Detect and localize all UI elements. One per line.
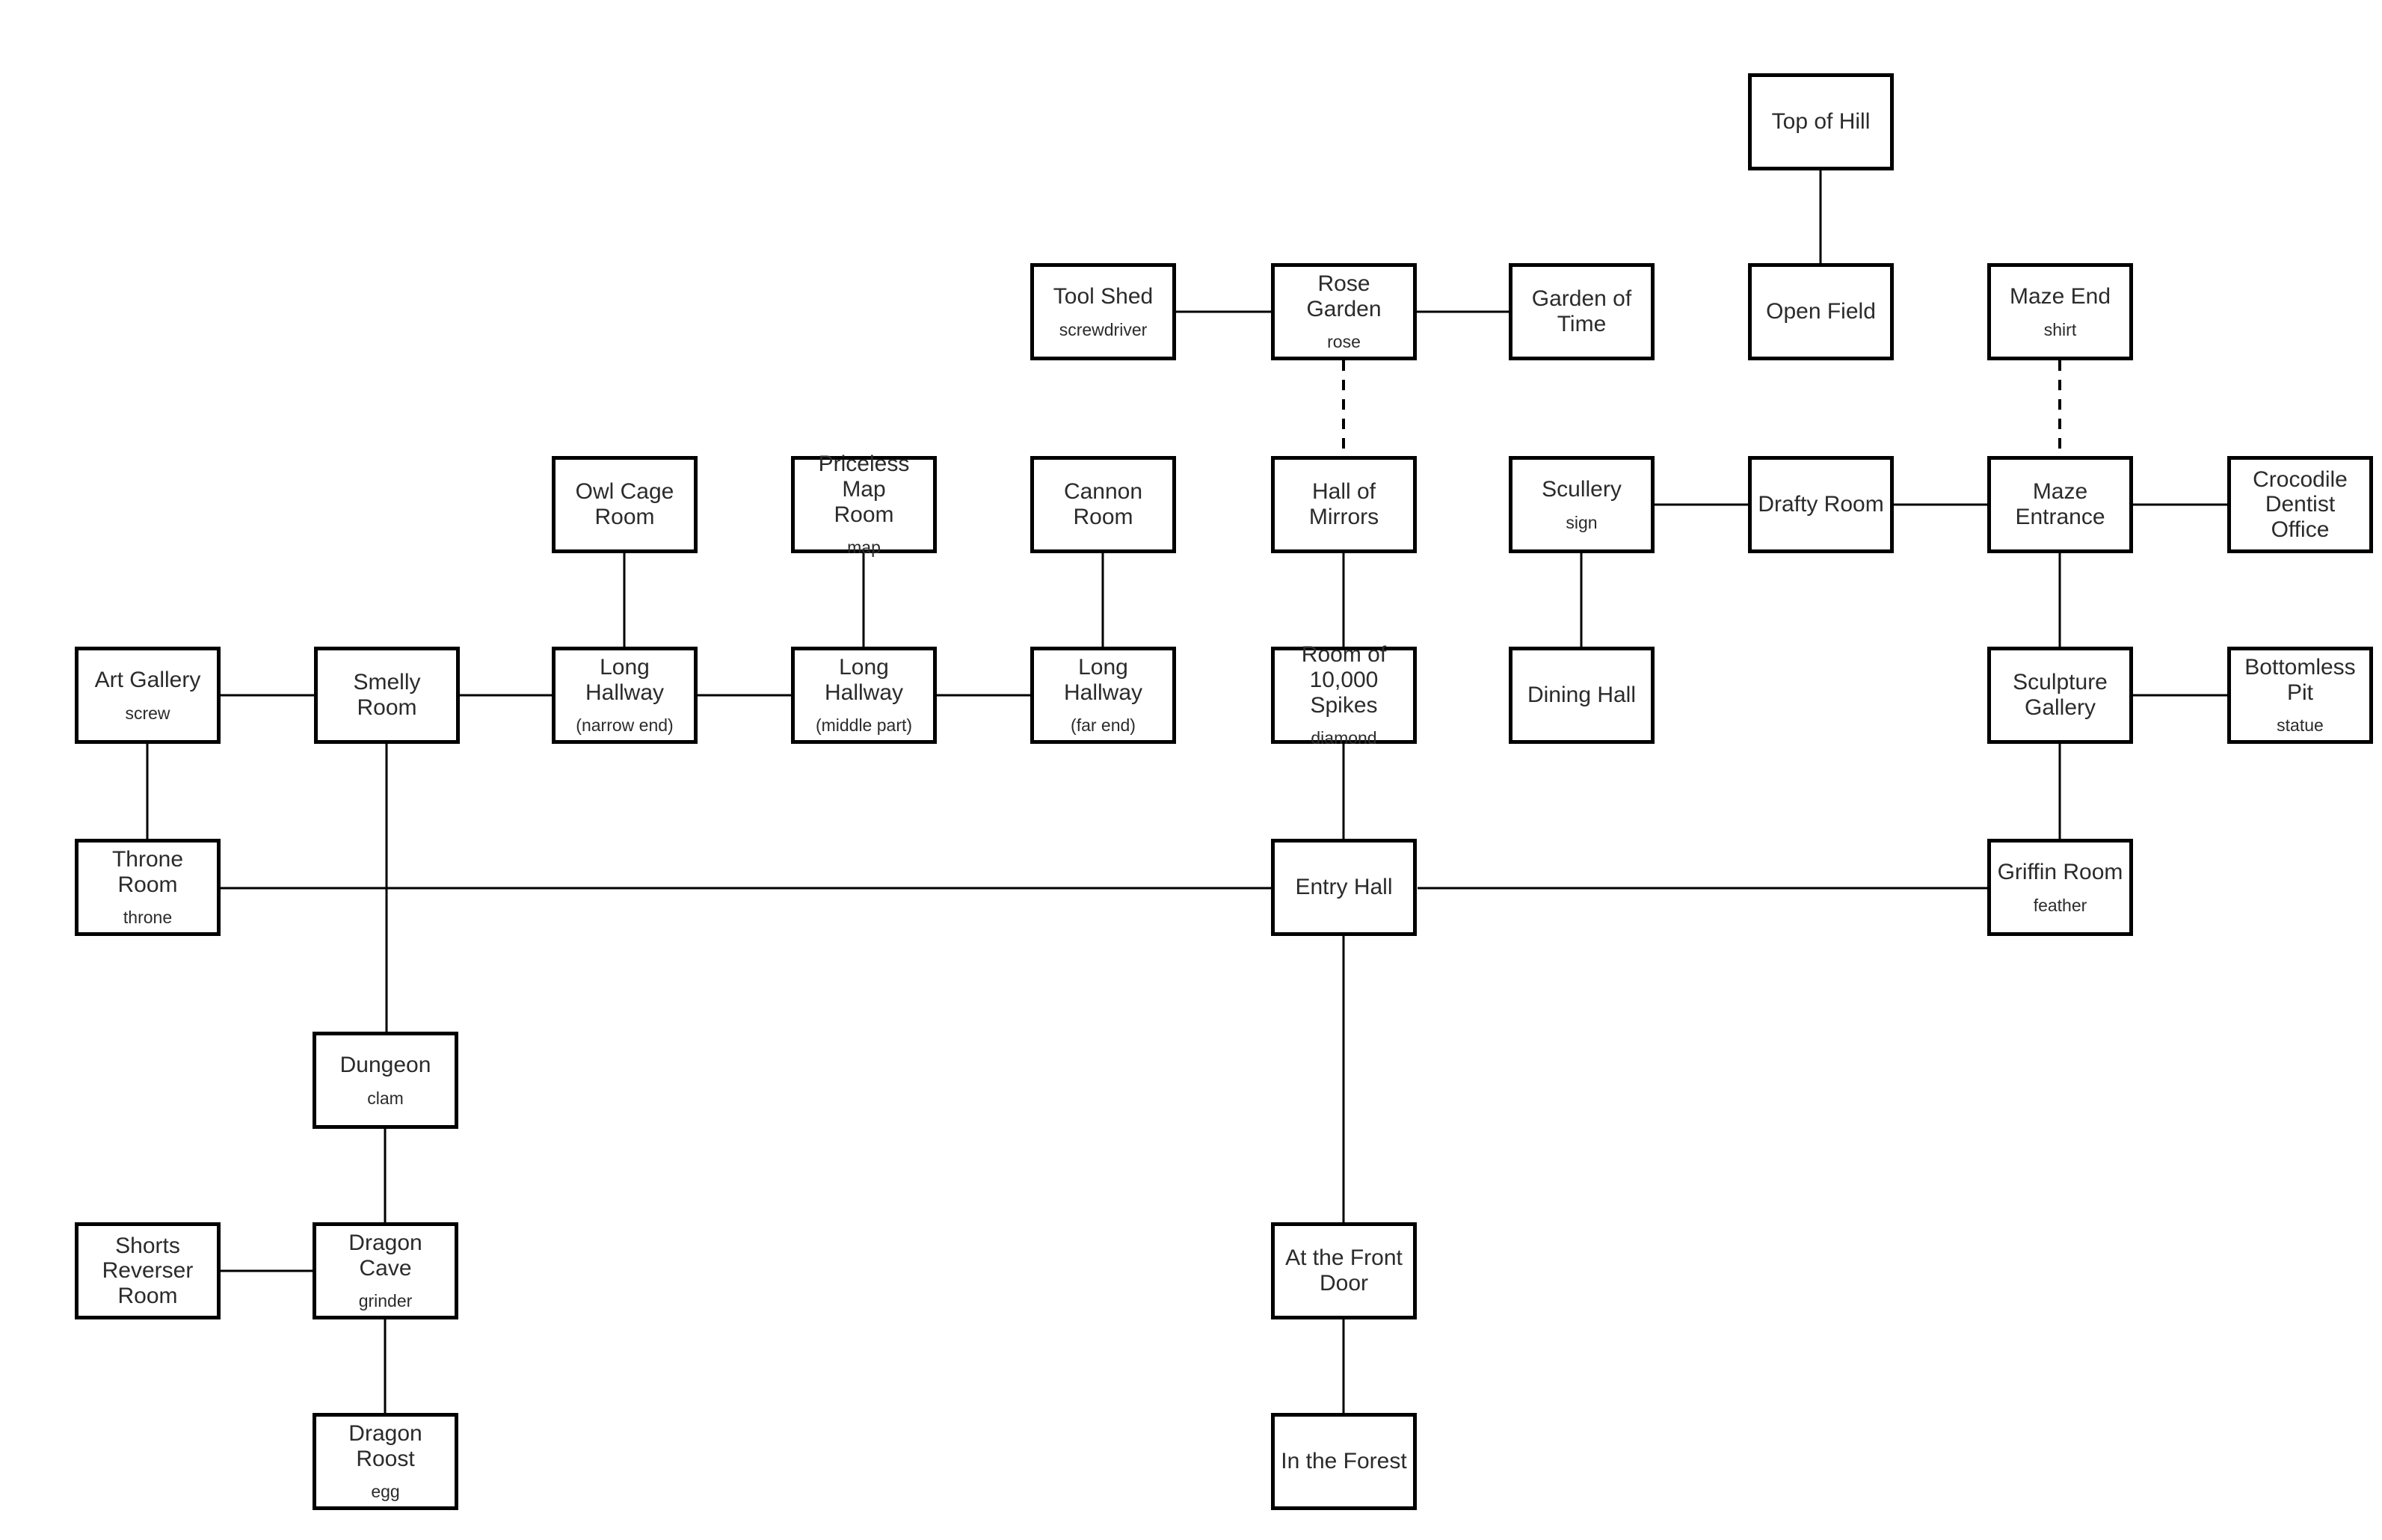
room-node-label: Rose Garden: [1306, 271, 1382, 321]
room-node-label: Garden of Time: [1531, 286, 1632, 336]
room-node-label: Maze End: [2009, 283, 2111, 309]
room-node-griffin_room[interactable]: Griffin Room feather: [1987, 839, 2133, 936]
room-node-priceless_map_room[interactable]: Priceless Map Room map: [791, 452, 937, 557]
room-node-item: diamond: [1311, 728, 1377, 748]
room-node-label: Tool Shed: [1053, 283, 1154, 309]
room-node-item: statue: [2277, 715, 2324, 736]
room-node-label: Dragon Roost: [348, 1421, 422, 1471]
room-node-dragon_roost[interactable]: Dragon Roost egg: [313, 1413, 458, 1510]
room-node-dungeon[interactable]: Dungeon clam: [313, 1032, 458, 1129]
room-node-label: Throne Room: [111, 847, 184, 897]
room-node-long_hallway_mid[interactable]: Long Hallway (middle part): [791, 647, 937, 744]
room-node-garden_of_time[interactable]: Garden of Time: [1509, 263, 1655, 360]
room-node-item: map: [847, 538, 881, 558]
room-node-art_gallery[interactable]: Art Gallery screw: [75, 647, 221, 744]
room-node-room_of_spikes[interactable]: Room of 10,000 Spikes diamond: [1271, 642, 1417, 748]
room-node-label: Long Hallway: [1063, 655, 1143, 705]
room-node-label: Shorts Reverser Room: [102, 1233, 194, 1308]
room-node-label: In the Forest: [1281, 1449, 1407, 1474]
room-node-label: Scullery: [1542, 476, 1622, 502]
room-node-label: Long Hallway: [585, 655, 665, 705]
room-node-item: shirt: [2043, 319, 2077, 339]
room-node-item: feather: [2033, 895, 2087, 915]
room-node-item: clam: [367, 1088, 404, 1108]
room-node-item: rose: [1327, 332, 1361, 352]
room-node-item: screw: [125, 703, 170, 723]
room-node-label: Maze Entrance: [2015, 479, 2105, 529]
room-node-label: Cannon Room: [1063, 479, 1143, 529]
room-node-label: Hall of Mirrors: [1308, 479, 1379, 529]
room-node-label: Owl Cage Room: [575, 479, 674, 529]
room-node-long_hallway_near[interactable]: Long Hallway (narrow end): [552, 647, 698, 744]
room-node-label: Griffin Room: [1997, 859, 2123, 884]
room-node-label: Entry Hall: [1295, 875, 1393, 900]
room-node-in_the_forest[interactable]: In the Forest: [1271, 1413, 1417, 1510]
room-node-item: (middle part): [815, 715, 913, 736]
room-node-owl_cage_room[interactable]: Owl Cage Room: [552, 456, 698, 553]
room-node-label: Smelly Room: [353, 670, 421, 720]
room-node-label: Top of Hill: [1771, 109, 1871, 135]
room-node-dragon_cave[interactable]: Dragon Cave grinder: [313, 1222, 458, 1319]
room-node-item: sign: [1566, 512, 1598, 532]
room-node-front_door[interactable]: At the Front Door: [1271, 1222, 1417, 1319]
room-node-scullery[interactable]: Scullery sign: [1509, 456, 1655, 553]
room-node-label: Room of 10,000 Spikes: [1301, 642, 1387, 718]
room-node-label: Dining Hall: [1527, 683, 1637, 708]
room-node-label: Crocodile Dentist Office: [2253, 466, 2348, 542]
room-node-open_field[interactable]: Open Field: [1748, 263, 1894, 360]
room-node-top_of_hill[interactable]: Top of Hill: [1748, 73, 1894, 170]
room-node-item: throne: [123, 908, 173, 928]
room-node-maze_entrance[interactable]: Maze Entrance: [1987, 456, 2133, 553]
room-node-drafty_room[interactable]: Drafty Room: [1748, 456, 1894, 553]
room-node-throne_room[interactable]: Throne Room throne: [75, 839, 221, 936]
room-node-cannon_room[interactable]: Cannon Room: [1030, 456, 1176, 553]
room-node-label: Sculpture Gallery: [2013, 670, 2108, 720]
room-node-label: Open Field: [1766, 299, 1876, 324]
room-node-entry_hall[interactable]: Entry Hall: [1271, 839, 1417, 936]
room-node-label: Bottomless Pit: [2244, 655, 2356, 705]
room-node-rose_garden[interactable]: Rose Garden rose: [1271, 263, 1417, 360]
room-node-label: Priceless Map Room: [818, 452, 910, 527]
room-node-item: (far end): [1071, 715, 1136, 736]
room-node-label: Drafty Room: [1758, 492, 1884, 517]
room-node-label: Long Hallway: [824, 655, 904, 705]
room-node-item: screwdriver: [1059, 319, 1148, 339]
room-node-long_hallway_far[interactable]: Long Hallway (far end): [1030, 647, 1176, 744]
room-node-label: Dungeon: [339, 1052, 431, 1077]
room-node-label: At the Front Door: [1285, 1245, 1403, 1296]
room-node-item: (narrow end): [576, 715, 674, 736]
room-node-item: egg: [371, 1482, 400, 1502]
room-node-shorts_reverser[interactable]: Shorts Reverser Room: [75, 1222, 221, 1319]
room-node-label: Art Gallery: [94, 667, 201, 692]
room-node-crocodile_dentist[interactable]: Crocodile Dentist Office: [2227, 456, 2373, 553]
room-node-tool_shed[interactable]: Tool Shed screwdriver: [1030, 263, 1176, 360]
room-node-label: Dragon Cave: [348, 1231, 422, 1281]
room-node-item: grinder: [358, 1291, 413, 1311]
room-node-dining_hall[interactable]: Dining Hall: [1509, 647, 1655, 744]
room-node-smelly_room[interactable]: Smelly Room: [314, 647, 460, 744]
room-node-bottomless_pit[interactable]: Bottomless Pit statue: [2227, 647, 2373, 744]
room-node-sculpture_gallery[interactable]: Sculpture Gallery: [1987, 647, 2133, 744]
room-node-maze_end[interactable]: Maze End shirt: [1987, 263, 2133, 360]
room-node-hall_of_mirrors[interactable]: Hall of Mirrors: [1271, 456, 1417, 553]
